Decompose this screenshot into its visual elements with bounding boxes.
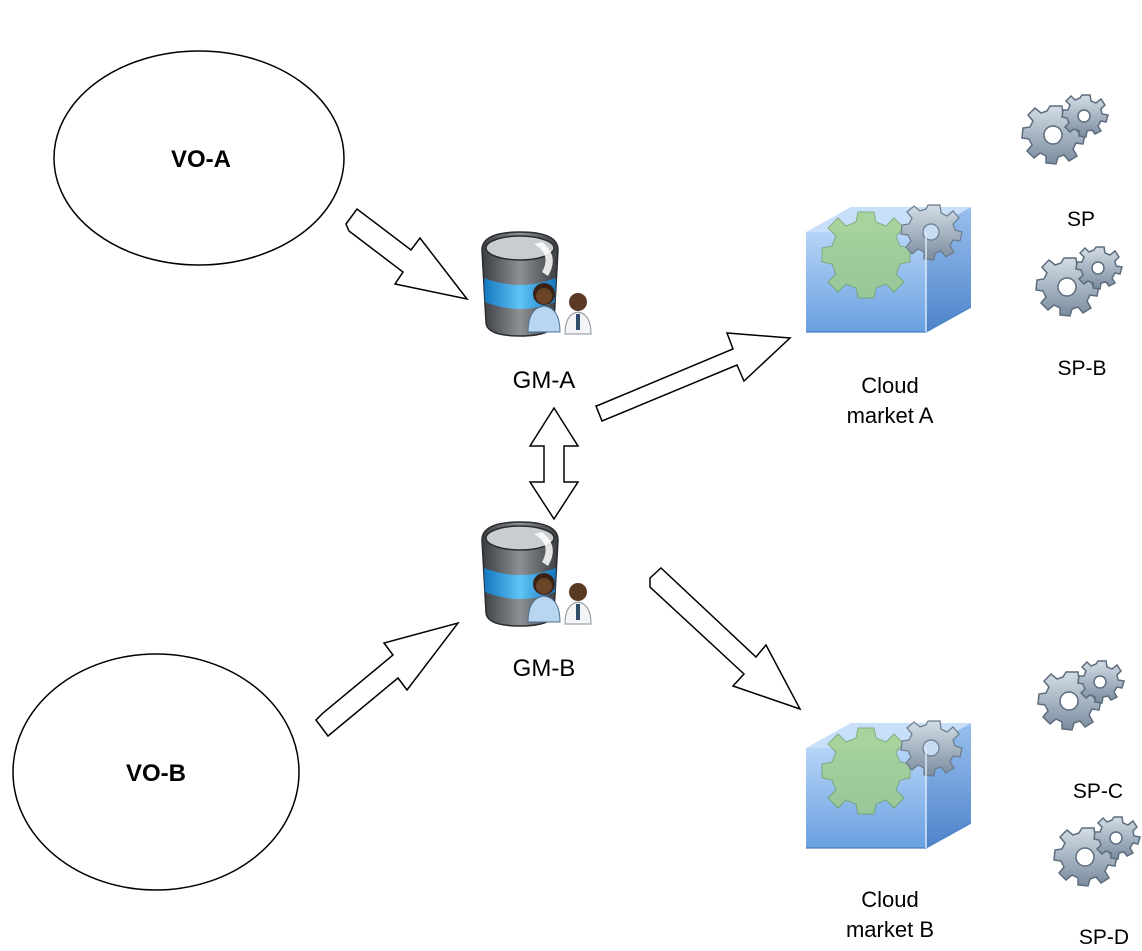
sp-gears-icon <box>1021 94 1109 165</box>
gm-b-database-users-icon <box>481 521 592 627</box>
cloud-market-b-cube-icon <box>805 720 972 849</box>
arrow-gm-a-to-cloud-a <box>595 332 792 422</box>
vo-a-ellipse <box>53 50 345 266</box>
sp-d-gears-icon <box>1053 816 1141 887</box>
gm-a-label: GM-A <box>513 367 576 394</box>
gm-a-database-users-icon <box>481 231 592 337</box>
arrow-vo-a-to-gm-a <box>345 207 469 301</box>
vo-a-label: VO-A <box>171 146 231 173</box>
sp-d-label: SP-D <box>1079 926 1129 949</box>
cloud-market-a-label-line2: market A <box>847 403 934 428</box>
cloud-market-b-label-line1: Cloud <box>861 887 918 912</box>
vo-b-label: VO-B <box>126 760 186 787</box>
cloud-market-b-label-line2: market B <box>846 917 934 942</box>
sp-c-gears-icon <box>1037 660 1125 731</box>
cloud-market-a-label-line1: Cloud <box>861 373 918 398</box>
arrow-gm-a-gm-b-bidirectional <box>528 406 580 521</box>
cloud-market-a-cube-icon <box>805 204 972 333</box>
sp-c-label: SP-C <box>1073 780 1123 803</box>
sp-label: SP <box>1067 208 1095 231</box>
gm-b-label: GM-B <box>513 655 576 682</box>
arrow-gm-b-to-cloud-b <box>649 566 802 711</box>
sp-b-label: SP-B <box>1057 357 1106 380</box>
arrow-vo-b-to-gm-b <box>315 621 460 738</box>
vo-b-ellipse <box>12 653 300 891</box>
sp-b-gears-icon <box>1035 246 1123 317</box>
